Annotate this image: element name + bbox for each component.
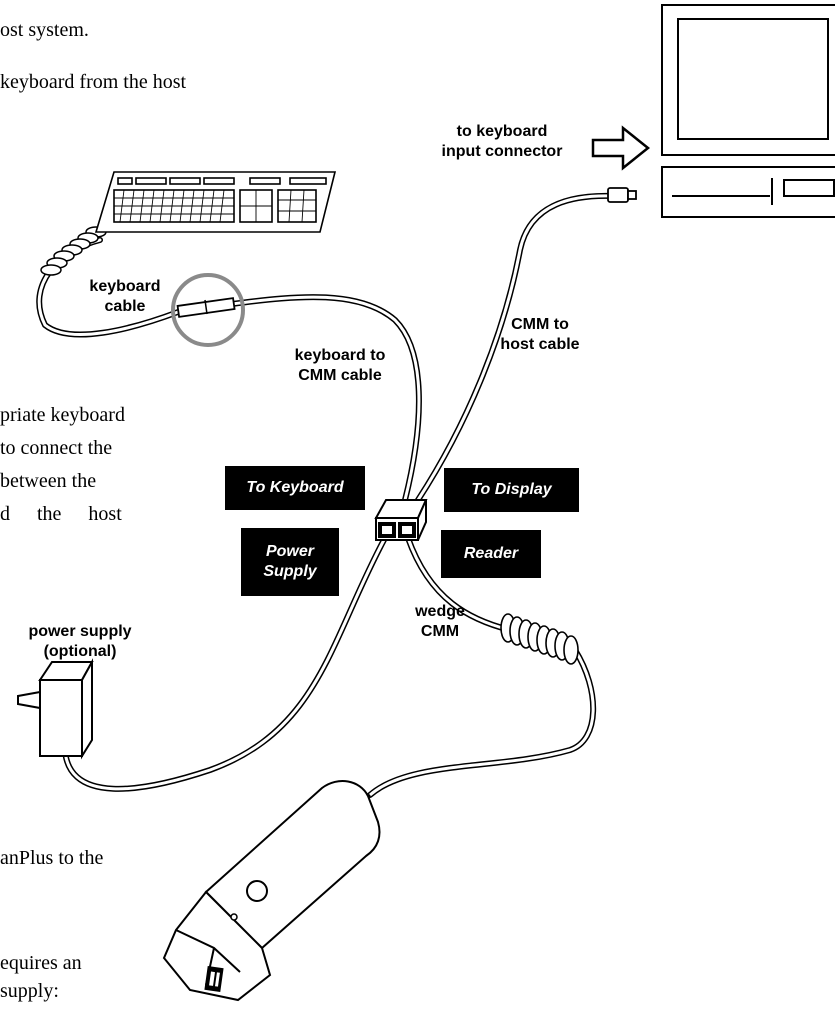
keyboard-icon: [94, 171, 337, 233]
text-fragment-3: priate keyboard: [0, 404, 125, 426]
cables: [36, 192, 615, 798]
tag-to-display: To Display: [444, 468, 579, 512]
text-fragment-9: supply:: [0, 980, 59, 1002]
text-fragment-8: equires an: [0, 952, 82, 974]
highlight-ring: [171, 273, 245, 347]
text-fragment-6: d the host: [0, 503, 122, 525]
keyboard-coil: [40, 226, 107, 276]
label-wedge-cmm: wedge CMM: [415, 603, 465, 640]
tag-power-supply: Power Supply: [241, 528, 339, 596]
text-fragment-4: to connect the: [0, 437, 113, 459]
arrow-right-icon: [591, 125, 651, 171]
label-cmm-to-host-cable: CMM to host cable: [500, 316, 580, 353]
reader-coil: [500, 613, 579, 665]
text-fragment-7: anPlus to the: [0, 847, 104, 869]
tag-to-keyboard: To Keyboard: [225, 466, 365, 510]
host-computer-icon: [661, 4, 835, 218]
tag-reader: Reader: [441, 530, 541, 578]
label-power-supply-optional: power supply (optional): [28, 623, 132, 660]
wedge-cmm-box: [374, 499, 428, 541]
cable-connector: [176, 297, 236, 318]
power-adapter-icon: [17, 658, 94, 760]
label-to-keyboard-input: to keyboard input connector: [441, 123, 563, 160]
label-keyboard-to-cmm-cable: keyboard to CMM cable: [294, 347, 386, 384]
host-plug-icon: [607, 187, 637, 203]
text-fragment-5: between the: [0, 470, 97, 492]
reader-scanner-icon: [162, 780, 381, 1002]
text-fragment-1: ost system.: [0, 19, 89, 41]
text-fragment-2: keyboard from the host: [0, 71, 187, 93]
label-keyboard-cable: keyboard cable: [89, 278, 161, 315]
